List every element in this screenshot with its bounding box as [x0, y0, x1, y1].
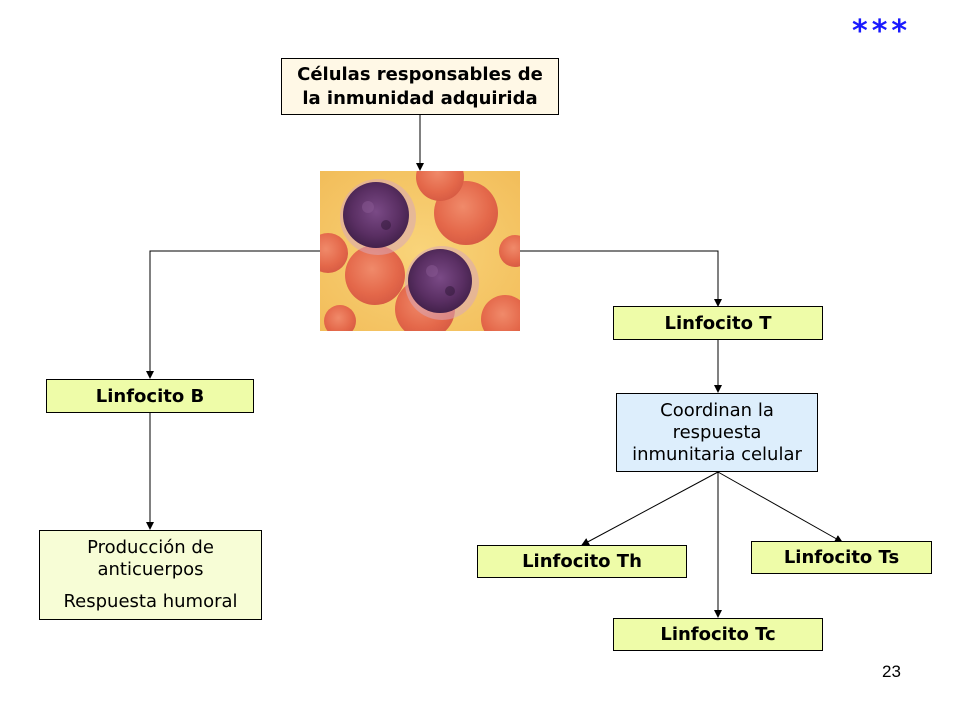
node-linfocito-t: Linfocito T — [613, 306, 823, 340]
node-linfocito-th: Linfocito Th — [477, 545, 687, 578]
arrow-coordinan-to-th — [581, 471, 719, 546]
lymphocyte-micrograph — [320, 171, 520, 331]
stars-decoration: *** — [852, 14, 912, 49]
coordinan-line-1: Coordinan la — [660, 399, 774, 421]
node-produccion: Producción de anticuerpos Respuesta humo… — [39, 530, 262, 620]
coordinan-line-3: inmunitaria celular — [632, 443, 802, 465]
title-box: Células responsables de la inmunidad adq… — [281, 58, 559, 115]
node-linfocito-tc: Linfocito Tc — [613, 618, 823, 651]
produccion-line-3: Respuesta humoral — [63, 591, 238, 612]
produccion-line-1: Producción de — [87, 537, 214, 558]
page-number: 23 — [882, 662, 901, 681]
title-line-2: la inmunidad adquirida — [302, 87, 538, 109]
arrow-coordinan-to-ts — [717, 471, 843, 543]
connector-photo-to-t — [520, 250, 722, 307]
node-coordinan: Coordinan la respuesta inmunitaria celul… — [616, 393, 818, 472]
node-linfocito-b: Linfocito B — [46, 379, 254, 413]
node-linfocito-ts: Linfocito Ts — [751, 541, 932, 574]
produccion-line-2: anticuerpos — [97, 559, 204, 580]
coordinan-line-2: respuesta — [672, 421, 762, 443]
title-line-1: Células responsables de — [297, 63, 543, 85]
connector-photo-to-b — [146, 250, 320, 379]
